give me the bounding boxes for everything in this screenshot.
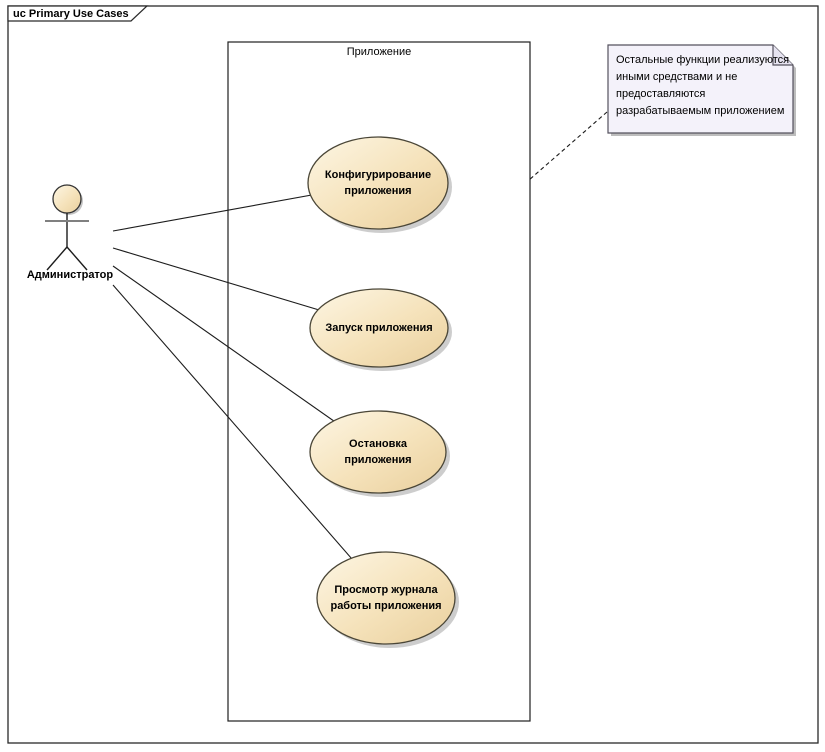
usecase-start-label: Запуск приложения: [310, 289, 448, 367]
actor-head: [52, 184, 82, 214]
actor-right-leg: [66, 246, 88, 271]
usecase-start-application[interactable]: [309, 288, 449, 368]
actor-label: Администратор: [26, 269, 114, 281]
association-viewlog[interactable]: [112, 284, 387, 599]
actor-administrator[interactable]: [45, 184, 89, 271]
usecase-viewlog-label: Просмотр журнала работы приложения: [317, 552, 455, 644]
frame-title: uc Primary Use Cases: [13, 8, 129, 20]
usecase-stop-application[interactable]: [309, 410, 447, 494]
system-boundary-label: Приложение: [346, 46, 412, 58]
note-body: [607, 44, 794, 134]
usecase-view-log[interactable]: [316, 551, 456, 645]
usecase-label-line: Остановка: [349, 438, 407, 450]
note-link[interactable]: [528, 111, 608, 181]
note-text: Остальные функции реализуются иными сред…: [616, 52, 790, 120]
usecase-label-line: приложения: [344, 185, 412, 197]
usecase-label-line: Запуск приложения: [325, 322, 433, 334]
usecase-label-line: приложения: [344, 454, 412, 466]
note-text-line: разрабатываемым приложением: [616, 105, 785, 117]
note-shape[interactable]: [607, 44, 796, 136]
actor-left-leg: [46, 246, 68, 271]
note-text-line: Остальные функции реализуются: [616, 54, 790, 66]
usecase-label-line: Просмотр журнала: [334, 584, 438, 596]
usecase-label-line: Конфигурирование: [324, 169, 432, 181]
note-text-line: предоставляются: [616, 88, 706, 100]
usecase-stop-label: Остановка приложения: [310, 411, 446, 493]
usecase-configure-label: Конфигурирование приложения: [308, 137, 448, 229]
note-text-line: иными средствами и не: [616, 71, 738, 83]
note-fold-corner: [772, 45, 793, 66]
frame-title-tab: [7, 5, 149, 22]
usecase-configure-application[interactable]: [307, 136, 449, 230]
usecase-label-line: работы приложения: [330, 600, 442, 612]
